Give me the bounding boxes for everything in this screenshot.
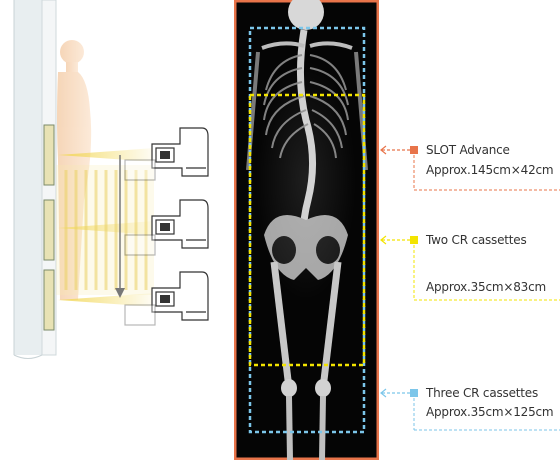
xray-beams [56, 148, 155, 307]
xray-image [234, 0, 379, 460]
detector-panel [43, 124, 55, 331]
skeleton [246, 0, 368, 460]
xray-tube [124, 127, 209, 326]
slot-label: SLOT Advance [426, 143, 510, 157]
slot-connector [380, 145, 560, 191]
three-cr-label: Three CR cassettes [426, 386, 538, 400]
legend: SLOT Advance Approx.145cm×42cm Two CR ca… [378, 0, 560, 460]
two-cr-swatch [410, 236, 418, 244]
two-cr-size: Approx.35cm×83cm [426, 280, 546, 294]
three-cr-size: Approx.35cm×125cm [426, 405, 554, 419]
three-cr-swatch [410, 389, 418, 397]
three-cr-connector [380, 388, 560, 431]
slot-swatch [410, 146, 418, 154]
slot-size: Approx.145cm×42cm [426, 163, 554, 177]
two-cr-coverage-box [248, 93, 366, 367]
two-cr-connector [380, 235, 560, 301]
two-cr-label: Two CR cassettes [426, 233, 527, 247]
slot-scan-illustration [13, 0, 209, 359]
scan-direction-arrow [115, 155, 125, 298]
